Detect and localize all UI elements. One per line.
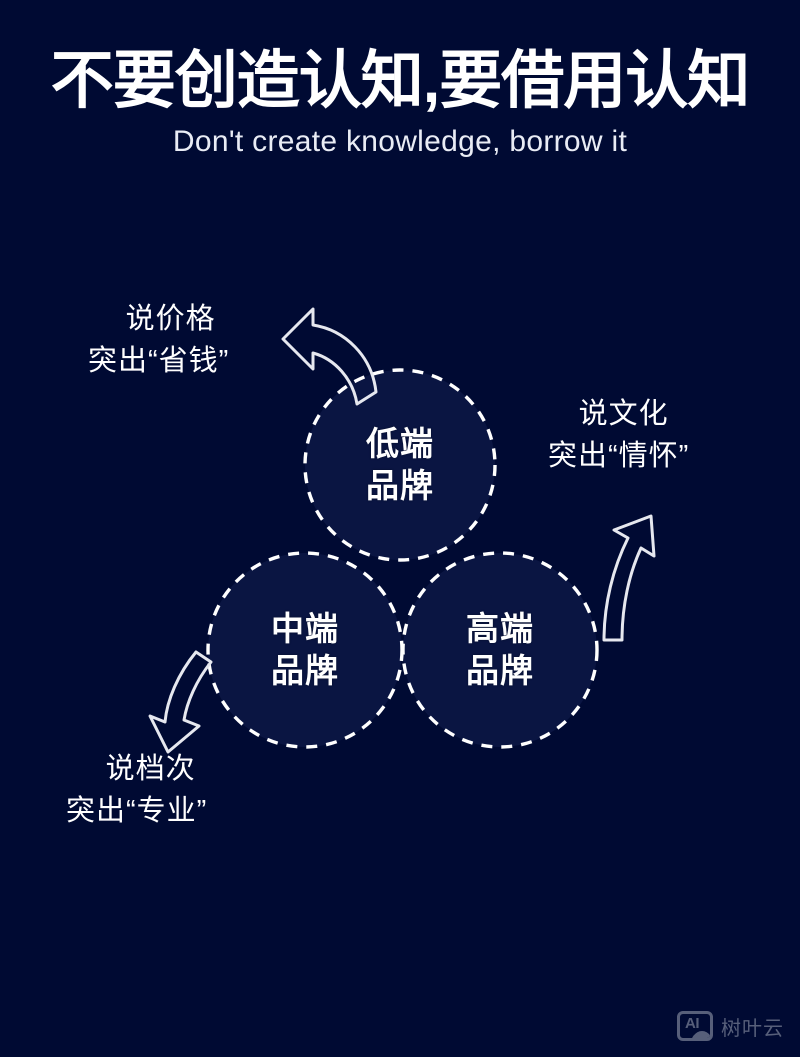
circle-fills bbox=[208, 370, 597, 747]
page-title: 不要创造认知,要借用认知 bbox=[50, 46, 751, 116]
callout-grade: 说档次 突出“专业” bbox=[66, 748, 207, 832]
page-header: 不要创造认知,要借用认知 Don't create knowledge, bor… bbox=[0, 0, 800, 159]
ai-image-icon: AI bbox=[677, 1011, 713, 1041]
callout-culture: 说文化 突出“情怀” bbox=[548, 393, 689, 477]
curved-arrow-left-icon bbox=[281, 307, 378, 406]
circle-fill-high-end bbox=[403, 553, 597, 747]
curved-arrow-down-icon bbox=[148, 650, 213, 754]
callout-grade-line1: 说档次 bbox=[105, 753, 196, 785]
watermark-label: 树叶云 bbox=[721, 1017, 784, 1040]
callout-grade-line2: 突出“专业” bbox=[66, 795, 208, 828]
callout-price-line1: 说价格 bbox=[125, 303, 216, 335]
callout-price-line2: 突出“省钱” bbox=[88, 345, 230, 378]
callout-culture-line2: 突出“情怀” bbox=[548, 440, 690, 473]
circle-outline-high-end[interactable] bbox=[401, 551, 599, 749]
circle-fill-low-end bbox=[305, 370, 495, 560]
image-hill-shape bbox=[690, 1031, 710, 1038]
circle-outlines bbox=[206, 368, 599, 749]
ai-badge-text: AI bbox=[685, 1014, 700, 1032]
curved-arrow-up-icon bbox=[602, 514, 656, 642]
circle-outline-low-end[interactable] bbox=[303, 368, 497, 562]
watermark: AI 树叶云 bbox=[677, 1011, 784, 1041]
page-subtitle: Don't create knowledge, borrow it bbox=[172, 125, 628, 159]
circle-fill-mid-end bbox=[208, 553, 402, 747]
callout-price: 说价格 突出“省钱” bbox=[88, 298, 229, 382]
callout-culture-line1: 说文化 bbox=[578, 398, 669, 430]
